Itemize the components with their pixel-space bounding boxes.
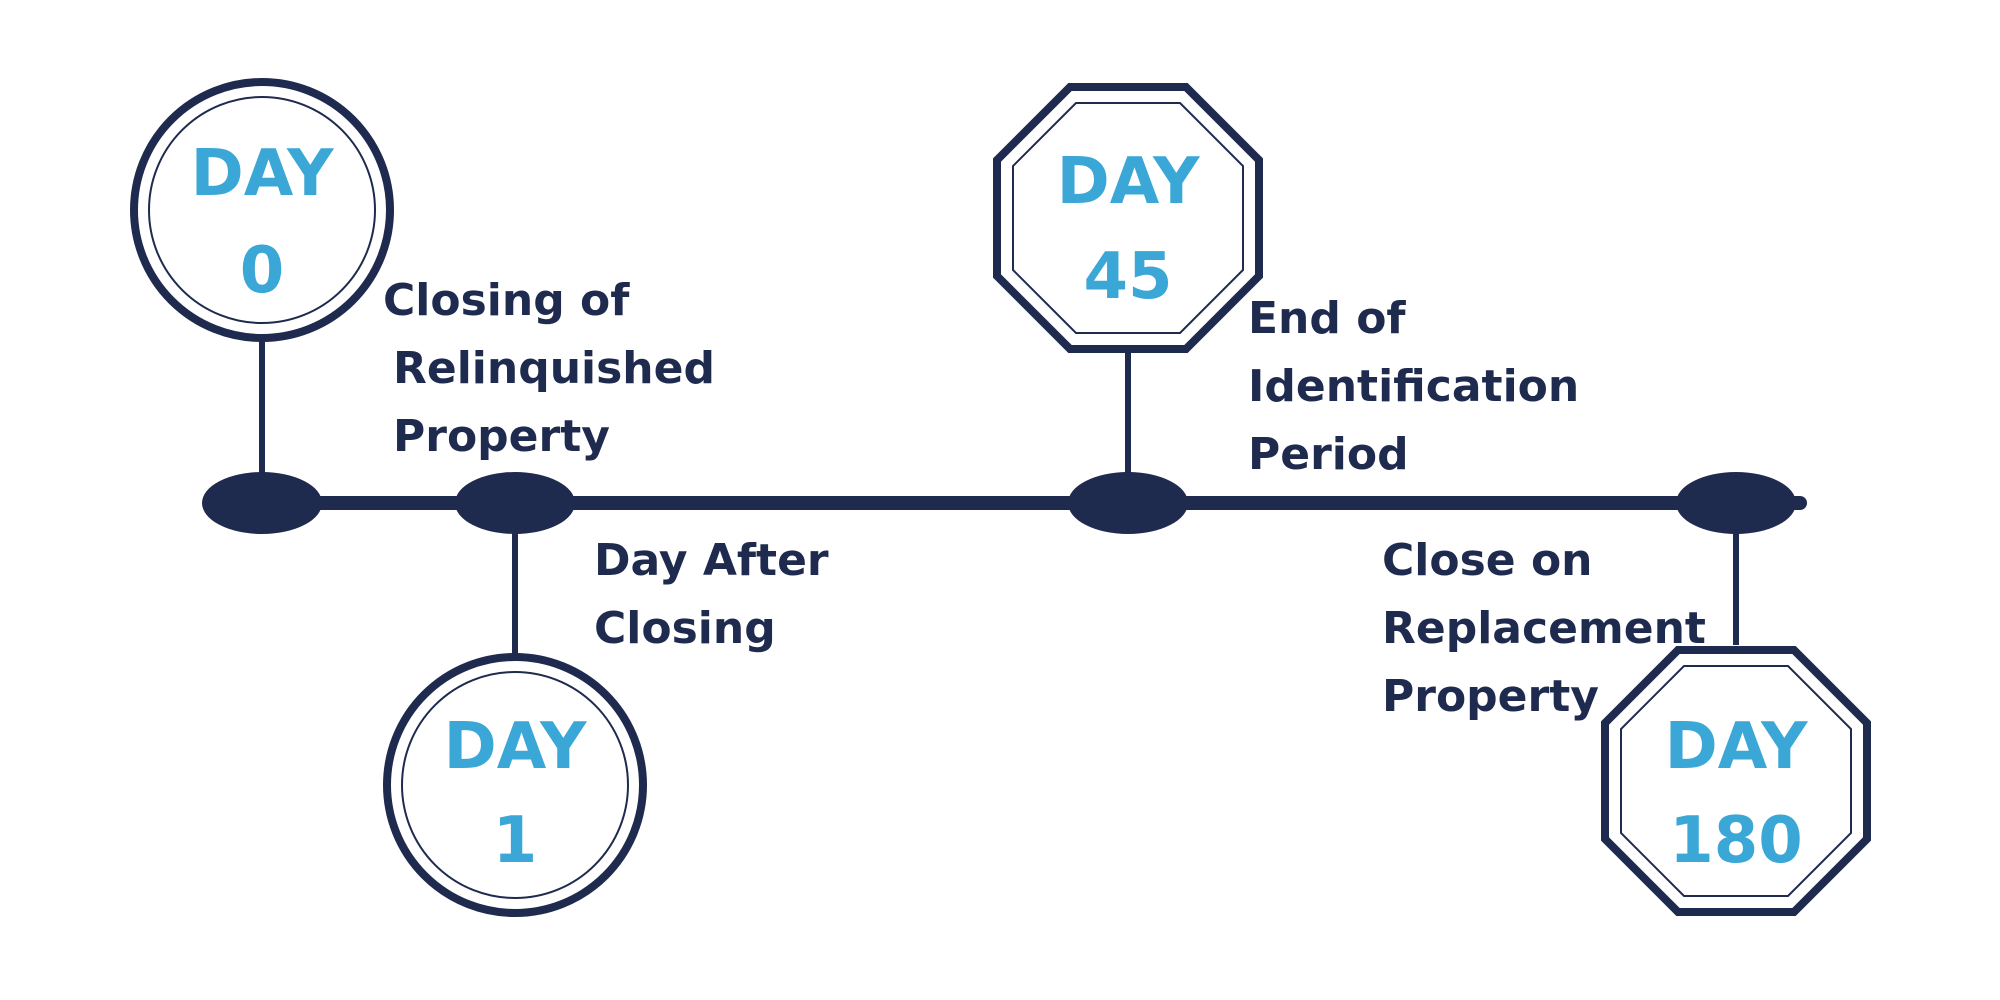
badge-day-1-number: 1 bbox=[493, 804, 538, 878]
label-day-180-line-1: Close on bbox=[1382, 535, 1593, 586]
badge-day-0-title: DAY bbox=[191, 137, 335, 211]
timeline-node-day-180 bbox=[1676, 472, 1796, 534]
label-day-1-line-1: Day After bbox=[594, 535, 829, 586]
label-day-180: Close on Replacement Property bbox=[1382, 535, 1706, 722]
timeline-node-day-1 bbox=[455, 472, 575, 534]
badge-day-180-number: 180 bbox=[1669, 804, 1803, 878]
label-day-0: Closing of Relinquished Property bbox=[383, 275, 715, 462]
label-day-45: End of Identification Period bbox=[1248, 293, 1579, 480]
badge-day-180-title: DAY bbox=[1665, 710, 1809, 784]
label-day-45-line-1: End of bbox=[1248, 293, 1406, 344]
badge-day-0-number: 0 bbox=[240, 234, 285, 308]
badge-day-45-number: 45 bbox=[1083, 240, 1172, 314]
label-day-45-line-3: Period bbox=[1248, 429, 1409, 480]
label-day-45-line-2: Identification bbox=[1248, 361, 1579, 412]
label-day-0-line-1: Closing of bbox=[383, 275, 630, 326]
label-day-1-line-2: Closing bbox=[594, 603, 776, 654]
badge-day-0: DAY 0 bbox=[130, 78, 394, 342]
badge-day-1: DAY 1 bbox=[383, 653, 647, 917]
badge-day-180: DAY 180 bbox=[1601, 646, 1871, 916]
timeline-node-day-45 bbox=[1068, 472, 1188, 534]
label-day-180-line-2: Replacement bbox=[1382, 603, 1706, 654]
timeline-node-day-0 bbox=[202, 472, 322, 534]
badge-day-1-title: DAY bbox=[444, 710, 588, 784]
label-day-0-line-2: Relinquished bbox=[393, 343, 715, 394]
label-day-180-line-3: Property bbox=[1382, 671, 1599, 722]
badge-day-45: DAY 45 bbox=[993, 83, 1263, 353]
badge-day-45-title: DAY bbox=[1057, 145, 1201, 219]
label-day-0-line-3: Property bbox=[393, 411, 610, 462]
label-day-1: Day After Closing bbox=[594, 535, 829, 654]
